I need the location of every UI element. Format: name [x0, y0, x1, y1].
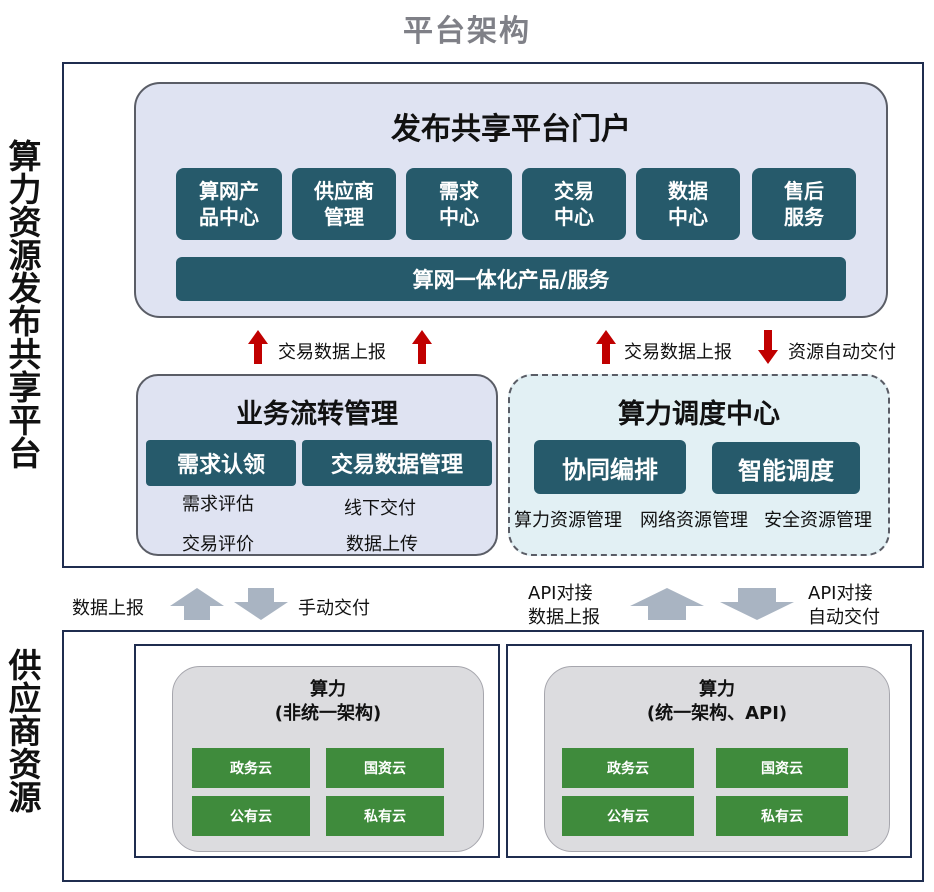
- business-item: 线下交付: [344, 498, 416, 519]
- cloud-gov: 政务云: [192, 748, 310, 788]
- arrow-up-icon: [170, 588, 224, 620]
- side-label-supplier: 供应商资源: [3, 647, 42, 813]
- scheduler-tile-dispatch[interactable]: 智能调度: [712, 442, 860, 494]
- portal-module-product[interactable]: 算网产 品中心: [176, 168, 282, 240]
- cloud-state: 国资云: [716, 748, 848, 788]
- flow-bottom-left-up: 数据上报: [72, 598, 144, 619]
- scheduler-title: 算力调度中心: [618, 399, 780, 430]
- arrow-up-icon: [248, 330, 268, 364]
- scheduler-tile-orchestration[interactable]: 协同编排: [534, 440, 686, 494]
- portal-module-data[interactable]: 数据 中心: [636, 168, 740, 240]
- flow-bottom-right-up: API对接 数据上报: [528, 583, 600, 628]
- portal-module-aftersales[interactable]: 售后 服务: [752, 168, 856, 240]
- side-label-platform: 算力资源发布共享平台: [3, 139, 42, 469]
- supplier-left-title: 算力 (非统一架构): [274, 679, 382, 724]
- arrow-down-icon: [758, 330, 778, 364]
- cloud-private: 私有云: [326, 796, 444, 836]
- portal-title: 发布共享平台门户: [391, 112, 631, 147]
- cloud-public: 公有云: [562, 796, 694, 836]
- arrow-up-icon: [596, 330, 616, 364]
- arrow-down-icon: [234, 588, 288, 620]
- flow-mid-label: 交易数据上报: [624, 342, 732, 363]
- flow-left-label: 交易数据上报: [278, 342, 386, 363]
- cloud-private: 私有云: [716, 796, 848, 836]
- business-item: 交易评价: [182, 534, 254, 555]
- business-tile-demand[interactable]: 需求认领: [146, 440, 296, 486]
- flow-right-label: 资源自动交付: [788, 342, 896, 363]
- arrow-down-icon: [720, 588, 794, 620]
- business-tile-trade[interactable]: 交易数据管理: [302, 440, 492, 486]
- page-title: 平台架构: [403, 14, 531, 49]
- supplier-right-title: 算力 (统一架构、API): [646, 679, 788, 724]
- scheduler-item: 算力资源管理: [514, 510, 622, 531]
- portal-module-supplier[interactable]: 供应商 管理: [292, 168, 396, 240]
- cloud-public: 公有云: [192, 796, 310, 836]
- arrow-up-icon: [630, 588, 704, 620]
- flow-bottom-right-down: API对接 自动交付: [808, 583, 880, 628]
- scheduler-item: 网络资源管理: [640, 510, 748, 531]
- business-title: 业务流转管理: [236, 399, 398, 430]
- portal-module-demand[interactable]: 需求 中心: [406, 168, 512, 240]
- portal-bar[interactable]: 算网一体化产品/服务: [176, 257, 846, 301]
- cloud-gov: 政务云: [562, 748, 694, 788]
- cloud-state: 国资云: [326, 748, 444, 788]
- flow-bottom-left-down: 手动交付: [298, 598, 370, 619]
- business-item: 需求评估: [182, 494, 254, 515]
- portal-module-trade[interactable]: 交易 中心: [522, 168, 626, 240]
- arrow-up-icon: [412, 330, 432, 364]
- scheduler-item: 安全资源管理: [764, 510, 872, 531]
- business-item: 数据上传: [346, 534, 418, 555]
